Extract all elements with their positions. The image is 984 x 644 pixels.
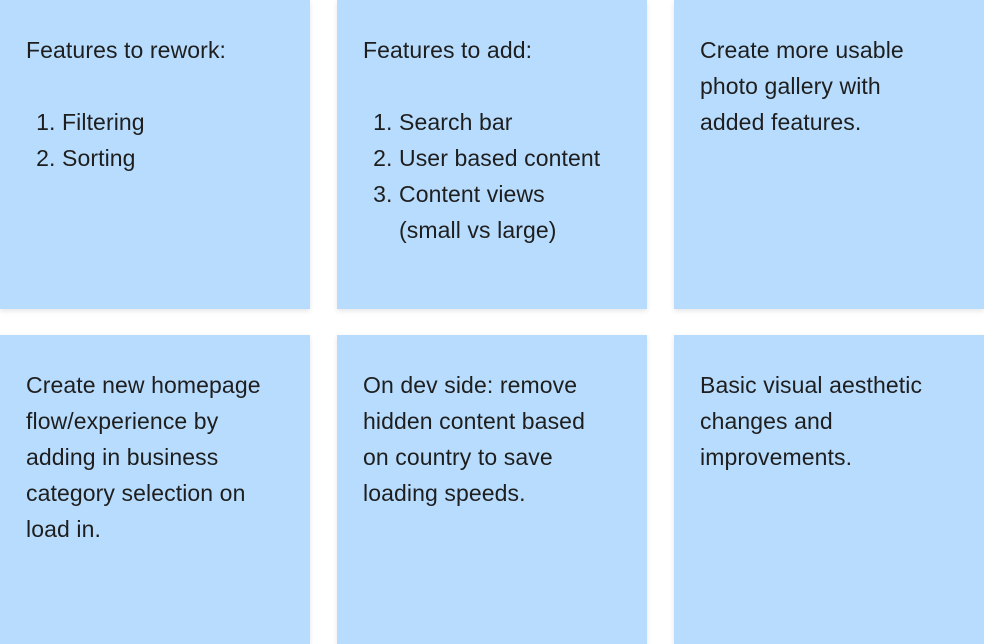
note-heading: Features to add:: [363, 37, 533, 63]
note-text: Create more usable photo gallery with ad…: [700, 37, 904, 135]
list-item: User based content: [399, 140, 621, 176]
numbered-list: Filtering Sorting: [26, 104, 284, 176]
blank-line: [26, 68, 284, 104]
list-item: Search bar: [399, 104, 621, 140]
note-text: On dev side: remove hidden content based…: [363, 372, 585, 506]
list-item: Sorting: [62, 140, 284, 176]
sticky-note-visual-aesthetic[interactable]: Basic visual aesthetic changes and impro…: [674, 335, 984, 644]
blank-line: [363, 68, 621, 104]
note-heading: Features to rework:: [26, 37, 227, 63]
note-text: Create new homepage flow/experience by a…: [26, 372, 261, 542]
list-item: Content views (small vs large): [399, 176, 589, 248]
note-text: Basic visual aesthetic changes and impro…: [700, 372, 923, 470]
list-item: Filtering: [62, 104, 284, 140]
numbered-list: Search bar User based content Content vi…: [363, 104, 621, 248]
sticky-note-features-to-add[interactable]: Features to add: Search bar User based c…: [337, 0, 647, 309]
sticky-note-features-to-rework[interactable]: Features to rework: Filtering Sorting: [0, 0, 310, 309]
sticky-note-homepage-flow[interactable]: Create new homepage flow/experience by a…: [0, 335, 310, 644]
sticky-note-photo-gallery[interactable]: Create more usable photo gallery with ad…: [674, 0, 984, 309]
sticky-note-dev-side[interactable]: On dev side: remove hidden content based…: [337, 335, 647, 644]
